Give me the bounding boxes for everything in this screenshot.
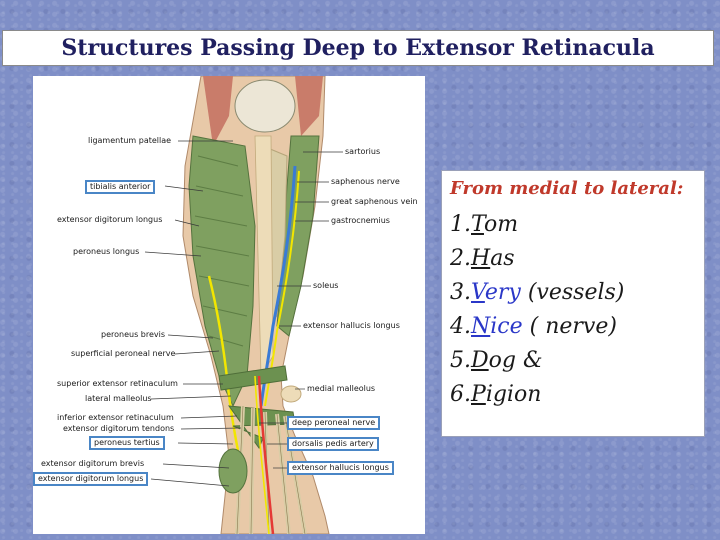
- mnemonic-number: 6.: [450, 382, 471, 407]
- label-deep-peroneal-nerve: deep peroneal nerve: [287, 416, 381, 430]
- mnemonic-item: 6.Pigion: [450, 378, 704, 412]
- mnemonic-note: (vessels): [520, 280, 625, 305]
- label-superior-extensor-retinaculum: superior extensor retinaculum: [57, 379, 178, 388]
- mnemonic-item: 3.Very (vessels): [450, 276, 704, 310]
- label-peroneus-tertius: peroneus tertius: [89, 436, 165, 450]
- leg-illustration: [144, 76, 343, 534]
- label-extensor-hallucis-longus: extensor hallucis longus: [303, 321, 400, 330]
- label-peroneus-brevis: peroneus brevis: [101, 330, 166, 339]
- label-extensor-hallucis-longus-foot: extensor hallucis longus: [287, 461, 394, 475]
- label-sartorius: sartorius: [345, 147, 381, 156]
- lateral-muscles: [188, 135, 256, 408]
- mnemonic-number: 4.: [450, 314, 471, 339]
- mnemonic-word: Dog &: [471, 348, 543, 373]
- label-great-saphenous-vein: great saphenous vein: [331, 197, 418, 206]
- label-soleus: soleus: [313, 281, 339, 290]
- patella: [234, 79, 296, 133]
- label-medial-malleolus: medial malleolus: [307, 384, 376, 393]
- mnemonic-word: Pigion: [471, 382, 542, 407]
- label-extensor-digitorum-longus: extensor digitorum longus: [57, 215, 163, 224]
- label-dorsalis-pedis-artery: dorsalis pedis artery: [287, 437, 379, 451]
- label-peroneus-longus: peroneus longus: [73, 247, 140, 256]
- mnemonic-initial: D: [471, 348, 489, 373]
- anatomy-figure: ligamentum patellae tibialis anterior ex…: [33, 76, 425, 534]
- mnemonic-initial: P: [471, 382, 486, 407]
- label-tibialis-anterior: tibialis anterior: [85, 180, 156, 194]
- mnemonic-initial: H: [471, 246, 491, 271]
- label-inferior-extensor-retinaculum: inferior extensor retinaculum: [57, 413, 174, 422]
- mnemonic-word: Nice: [471, 314, 523, 339]
- mnemonic-number: 5.: [450, 348, 471, 373]
- label-lateral-malleolus: lateral malleolus: [85, 394, 152, 403]
- mnemonic-note: ( nerve): [522, 314, 617, 339]
- mnemonic-item: 2.Has: [450, 242, 704, 276]
- mnemonic-item: 1.Tom: [450, 208, 704, 242]
- mnemonic-item: 4.Nice ( nerve): [450, 310, 704, 344]
- mnemonic-initial: T: [471, 212, 484, 237]
- label-saphenous-nerve: saphenous nerve: [331, 177, 400, 186]
- title-bar: Structures Passing Deep to Extensor Reti…: [2, 30, 714, 66]
- slide-title: Structures Passing Deep to Extensor Reti…: [61, 35, 655, 61]
- mnemonic-number: 3.: [450, 280, 471, 305]
- mnemonic-number: 1.: [450, 212, 471, 237]
- label-extensor-digitorum-tendons: extensor digitorum tendons: [63, 424, 175, 433]
- mnemonic-initial: N: [471, 314, 491, 339]
- label-superficial-peroneal-nerve: superficial peroneal nerve: [71, 349, 176, 358]
- dorsalis-pedis-artery: [257, 375, 275, 534]
- superior-retinaculum: [218, 365, 288, 391]
- mnemonic-number: 2.: [450, 246, 471, 271]
- label-extensor-digitorum-brevis: extensor digitorum brevis: [41, 459, 145, 468]
- label-gastrocnemius: gastrocnemius: [331, 216, 390, 225]
- mnemonic-item: 5.Dog &: [450, 344, 704, 378]
- label-extensor-digitorum-longus-foot: extensor digitorum longus: [33, 472, 149, 486]
- deep-peroneal-nerve: [254, 375, 270, 534]
- mnemonic-word: Tom: [471, 212, 519, 237]
- label-ligamentum-patellae: ligamentum patellae: [88, 136, 172, 145]
- mnemonic-intro: From medial to lateral:: [450, 178, 684, 199]
- mnemonic-initial: V: [471, 280, 485, 305]
- mnemonic-word: Very: [471, 280, 521, 305]
- mnemonic-word: Has: [471, 246, 515, 271]
